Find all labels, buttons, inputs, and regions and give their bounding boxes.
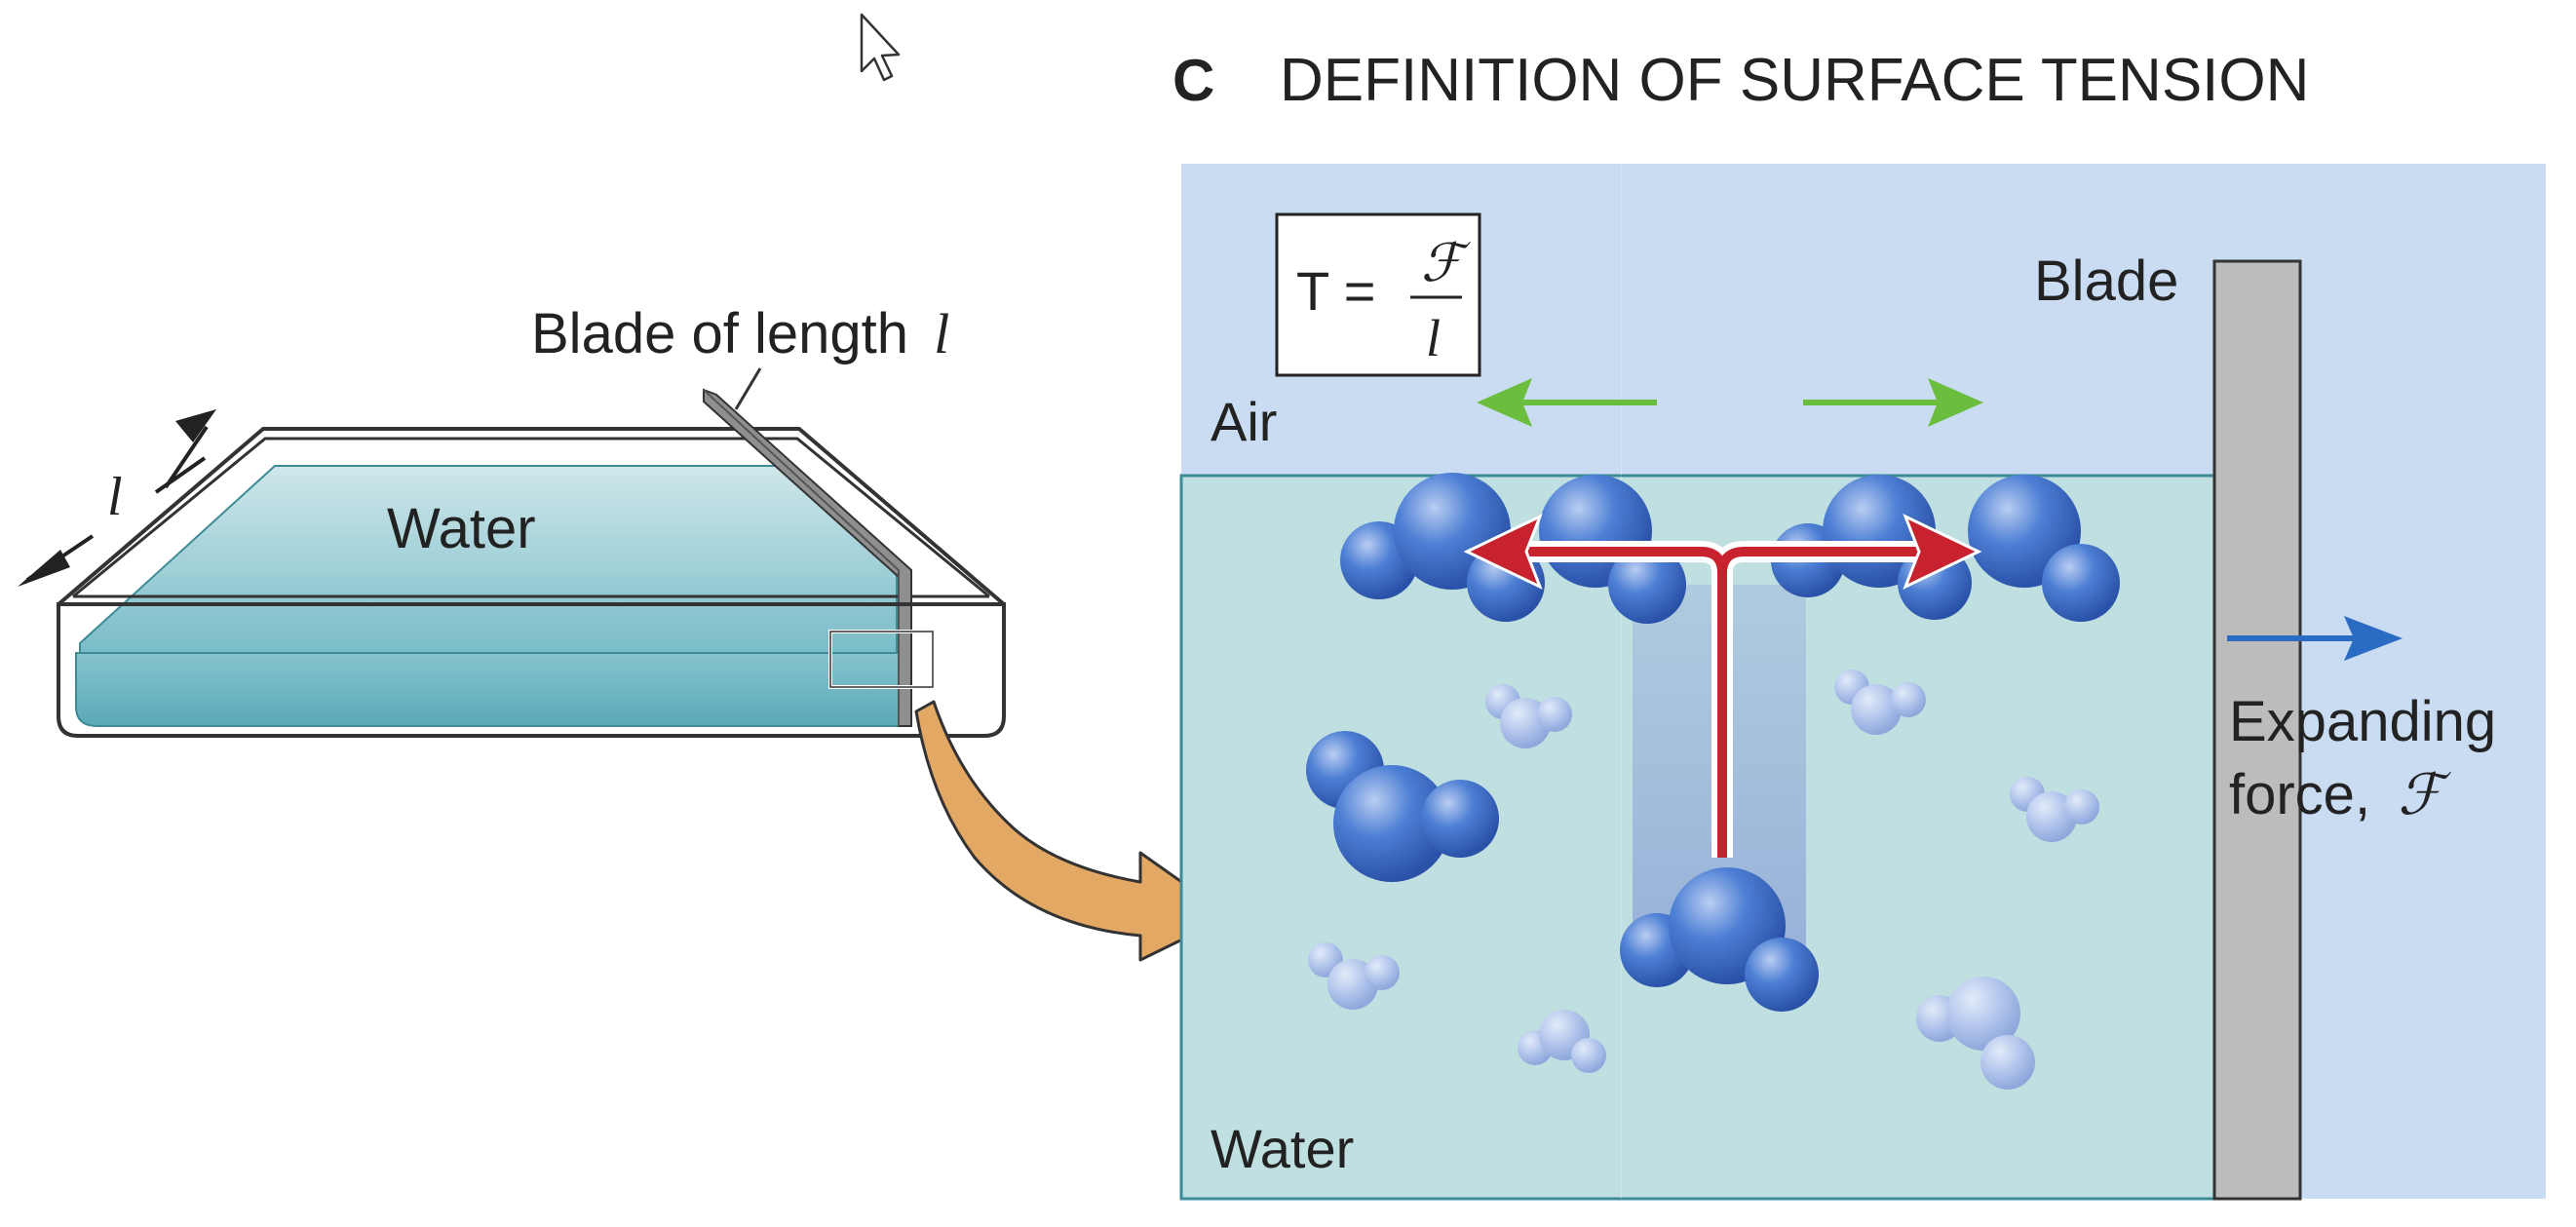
- left-blade: [703, 388, 912, 727]
- formula-denominator: l: [1426, 309, 1441, 367]
- air-label: Air: [1211, 391, 1277, 452]
- panel-title: DEFINITION OF SURFACE TENSION: [1280, 47, 2309, 114]
- dish-illustration: [57, 367, 1006, 738]
- formula-lhs: T =: [1296, 260, 1375, 322]
- mouse-pointer-icon: [860, 13, 901, 82]
- faint-molecules: [1308, 670, 2099, 1090]
- expanding-force-arrow: [2227, 616, 2403, 661]
- left-water-label: Water: [387, 497, 536, 560]
- panel-letter: C: [1173, 48, 1214, 113]
- surface-tension-arrows: [1477, 378, 1983, 427]
- interior-molecules: [1306, 731, 1819, 1012]
- blade-length-label: Blade of length l: [531, 302, 949, 365]
- expanding-force-label-2: force, ℱ: [2229, 763, 2451, 826]
- blade-label: Blade: [2034, 249, 2178, 313]
- right-blade: [2212, 259, 2302, 1201]
- expanding-force-label: Expanding: [2229, 690, 2496, 753]
- length-arrow-label: l: [107, 467, 123, 527]
- length-double-arrow: [18, 409, 216, 587]
- cohesive-force-lines: [1463, 514, 1982, 858]
- pointer-arrow: [914, 700, 1232, 962]
- right-water-label: Water: [1211, 1118, 1354, 1179]
- formula-box: T = ℱ l: [1275, 212, 1481, 377]
